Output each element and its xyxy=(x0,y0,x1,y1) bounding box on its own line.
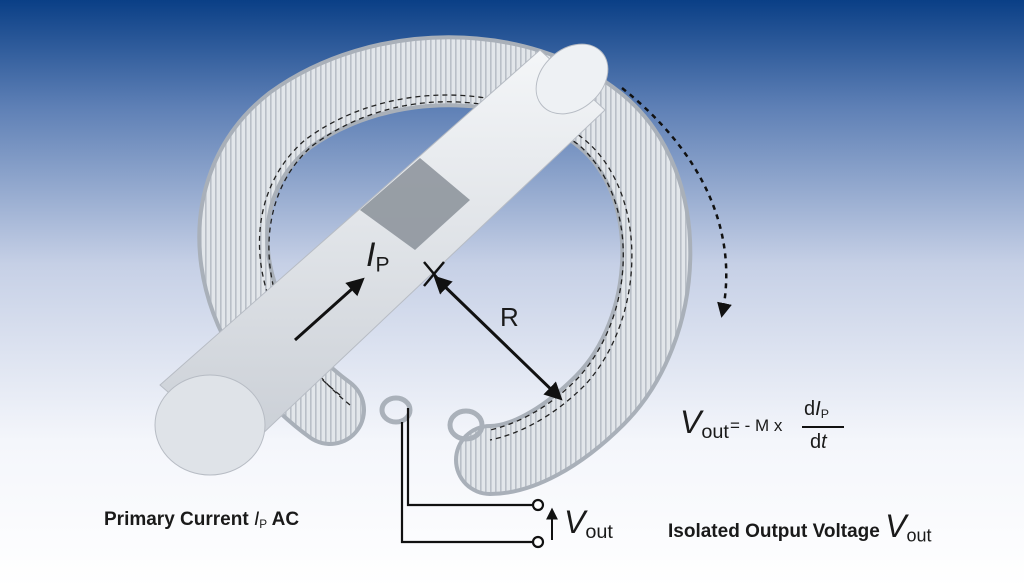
vout-subscript: out xyxy=(585,520,613,543)
formula-lhs-subscript: out xyxy=(701,420,729,443)
formula-operator: = - M x xyxy=(730,416,783,435)
formula-num-symbol: I xyxy=(815,398,821,420)
formula-fraction-bar xyxy=(802,426,844,428)
primary-suffix: AC xyxy=(267,509,300,530)
isolated-output-caption: Isolated Output Voltage Vout xyxy=(668,508,931,547)
isolated-symbol: V xyxy=(885,508,907,544)
formula-num-subscript: P xyxy=(820,407,829,422)
primary-symbol: I xyxy=(253,509,260,530)
output-leads xyxy=(400,408,545,549)
vout-symbol: V xyxy=(564,504,586,540)
formula-lhs-symbol: V xyxy=(680,404,702,440)
formula-numerator: dIP xyxy=(804,398,829,421)
terminal-negative xyxy=(531,535,545,549)
current-arrow xyxy=(293,277,365,342)
formula-num-d: d xyxy=(804,398,816,420)
coil-start-ring xyxy=(379,395,413,425)
terminal-positive xyxy=(531,498,545,512)
center-cross-icon xyxy=(423,261,445,287)
current-label: IP xyxy=(366,236,390,277)
primary-current-caption: Primary Current IP AC xyxy=(104,509,299,531)
formula-den-d: d xyxy=(810,431,822,453)
vout-terminal-label: Vout xyxy=(564,504,613,544)
primary-conductor xyxy=(154,43,609,476)
isolated-prefix: Isolated Output Voltage xyxy=(668,521,886,542)
current-symbol: I xyxy=(366,236,376,274)
primary-subscript: P xyxy=(259,517,268,531)
formula-den-symbol: t xyxy=(821,431,827,453)
formula: Vout = - M x dIP dt xyxy=(680,398,870,458)
formula-denominator: dt xyxy=(810,431,827,454)
current-subscript: P xyxy=(375,253,390,277)
radius-arrow xyxy=(433,275,563,401)
isolated-subscript: out xyxy=(906,525,932,546)
primary-prefix: Primary Current xyxy=(104,509,254,530)
coil-end-ring xyxy=(447,408,485,442)
conductor-end-face xyxy=(154,374,266,476)
radius-label: R xyxy=(500,302,519,332)
